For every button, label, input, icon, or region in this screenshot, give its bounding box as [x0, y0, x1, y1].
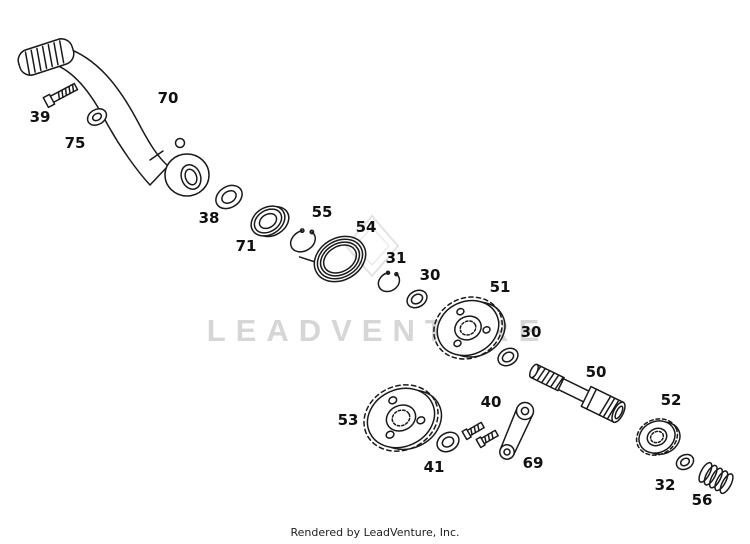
- gear-52-drawing: [635, 418, 681, 456]
- washer-30b-drawing: [497, 347, 519, 367]
- washer-32-drawing: [675, 453, 695, 471]
- watermark-diamond-icon: [344, 214, 400, 278]
- part-label-30b: 30: [521, 323, 542, 341]
- part-label-41: 41: [424, 458, 445, 476]
- washer-75-drawing: [86, 108, 108, 126]
- part-label-32: 32: [655, 476, 676, 494]
- gear-51-drawing: [433, 296, 506, 360]
- kick-lever-70-drawing: [17, 38, 210, 197]
- part-label-31: 31: [386, 249, 407, 267]
- part-label-39: 39: [30, 108, 51, 126]
- part-label-71: 71: [236, 237, 257, 255]
- part-label-50: 50: [586, 363, 607, 381]
- part-label-40: 40: [481, 393, 502, 411]
- ring-38-drawing: [215, 184, 243, 210]
- part-label-52: 52: [661, 391, 682, 409]
- spring-56-drawing: [698, 461, 734, 495]
- circlip-31-drawing: [377, 270, 401, 293]
- part-label-51: 51: [490, 278, 511, 296]
- part-label-53: 53: [338, 411, 359, 429]
- part-label-30a: 30: [420, 266, 441, 284]
- pawl-69-drawing: [499, 401, 535, 460]
- watermark-diamond-inner-icon: [353, 225, 391, 267]
- part-label-55: 55: [312, 203, 333, 221]
- washer-30a-drawing: [406, 289, 428, 309]
- footer-credit-text: Rendered by LeadVenture, Inc.: [290, 526, 459, 539]
- circlip-55-drawing: [289, 228, 316, 253]
- part-label-56: 56: [692, 491, 713, 509]
- shaft-50-drawing: [528, 363, 626, 424]
- part-label-69: 69: [523, 454, 544, 472]
- screws-40-drawing: [461, 421, 499, 449]
- spring-54-drawing: [298, 235, 367, 283]
- bolt-39-drawing: [42, 82, 79, 109]
- part-label-70: 70: [158, 89, 179, 107]
- gear-53-drawing: [363, 384, 443, 452]
- bearing-71-drawing: [250, 205, 290, 238]
- part-label-54: 54: [356, 218, 377, 236]
- washer-41-drawing: [436, 431, 460, 453]
- part-label-75: 75: [65, 134, 86, 152]
- part-label-38: 38: [199, 209, 220, 227]
